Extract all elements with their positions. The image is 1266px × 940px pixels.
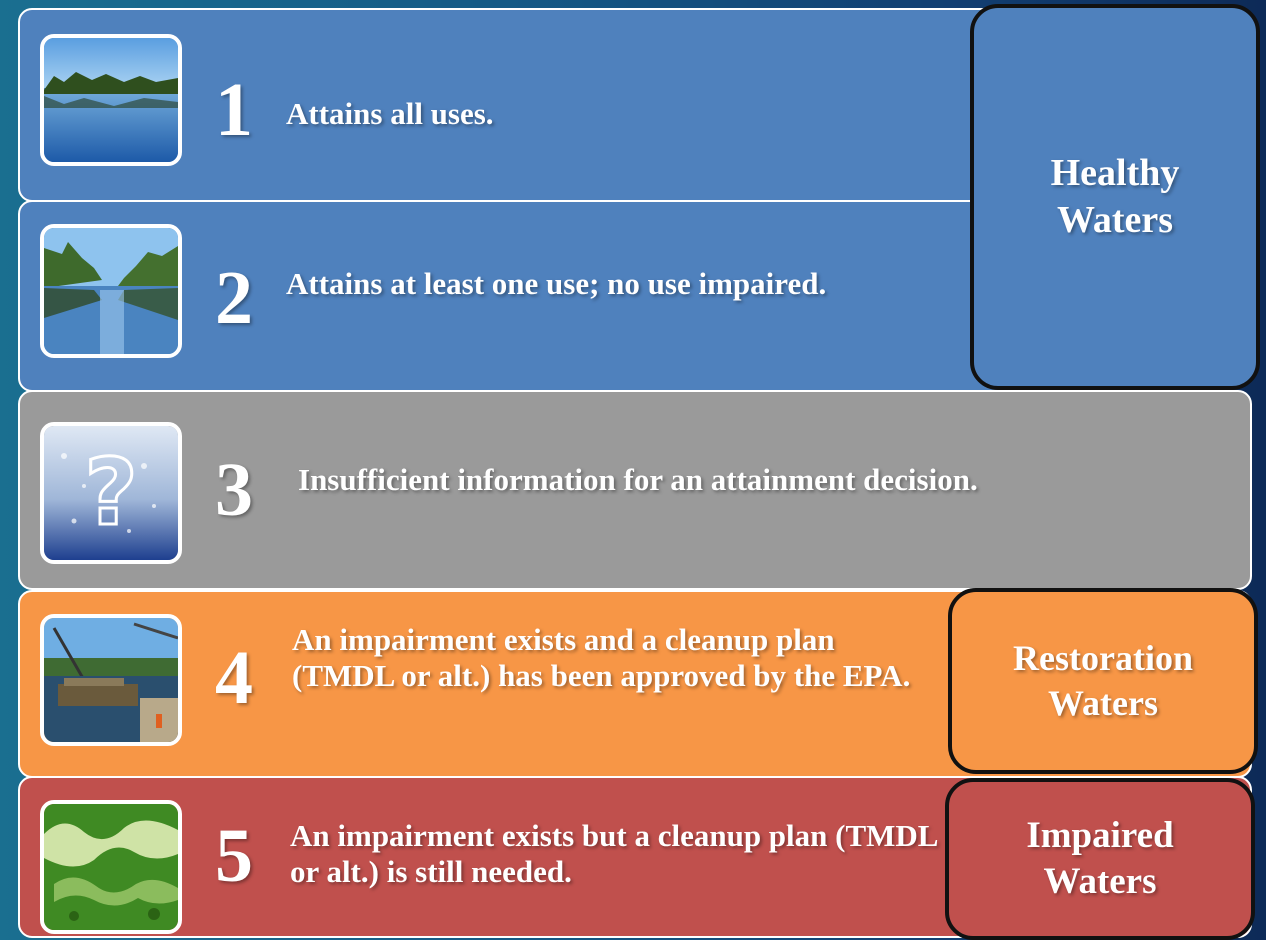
- category-row-1: [18, 8, 1060, 202]
- algae-bloom-photo: [40, 800, 182, 934]
- row-4-description: An impairment exists and a cleanup plan …: [292, 622, 911, 693]
- impaired-waters-box: Impaired Waters: [945, 778, 1255, 940]
- svg-text:?: ?: [84, 439, 137, 546]
- row-5-number: 5: [215, 814, 253, 898]
- restoration-waters-line1: Restoration: [1013, 638, 1193, 678]
- healthy-waters-line2: Waters: [1056, 199, 1174, 241]
- category-row-3: [18, 390, 1252, 590]
- calm-lake-photo: [40, 34, 182, 166]
- row-5-description: An impairment exists but a cleanup plan …: [290, 818, 937, 889]
- river-photo: [40, 224, 182, 358]
- cleanup-barge-photo: [40, 614, 182, 746]
- row-1-number: 1: [215, 68, 253, 152]
- row-3-description: Insufficient information for an attainme…: [298, 462, 978, 497]
- row-1-description: Attains all uses.: [286, 96, 494, 131]
- question-mark-water-photo: ?: [40, 422, 182, 564]
- row-3-number: 3: [215, 448, 253, 532]
- healthy-waters-line1: Healthy: [1050, 151, 1180, 194]
- restoration-waters-box: Restoration Waters: [948, 588, 1258, 774]
- row-2-description: Attains at least one use; no use impaire…: [286, 266, 827, 301]
- category-row-2: [18, 200, 1060, 392]
- restoration-waters-line2: Waters: [1048, 683, 1158, 723]
- impaired-waters-line2: Waters: [1043, 861, 1157, 902]
- row-4-number: 4: [215, 636, 253, 720]
- row-2-number: 2: [215, 256, 253, 340]
- healthy-waters-box: Healthy Waters: [970, 4, 1260, 390]
- impaired-waters-line1: Impaired: [1026, 814, 1174, 856]
